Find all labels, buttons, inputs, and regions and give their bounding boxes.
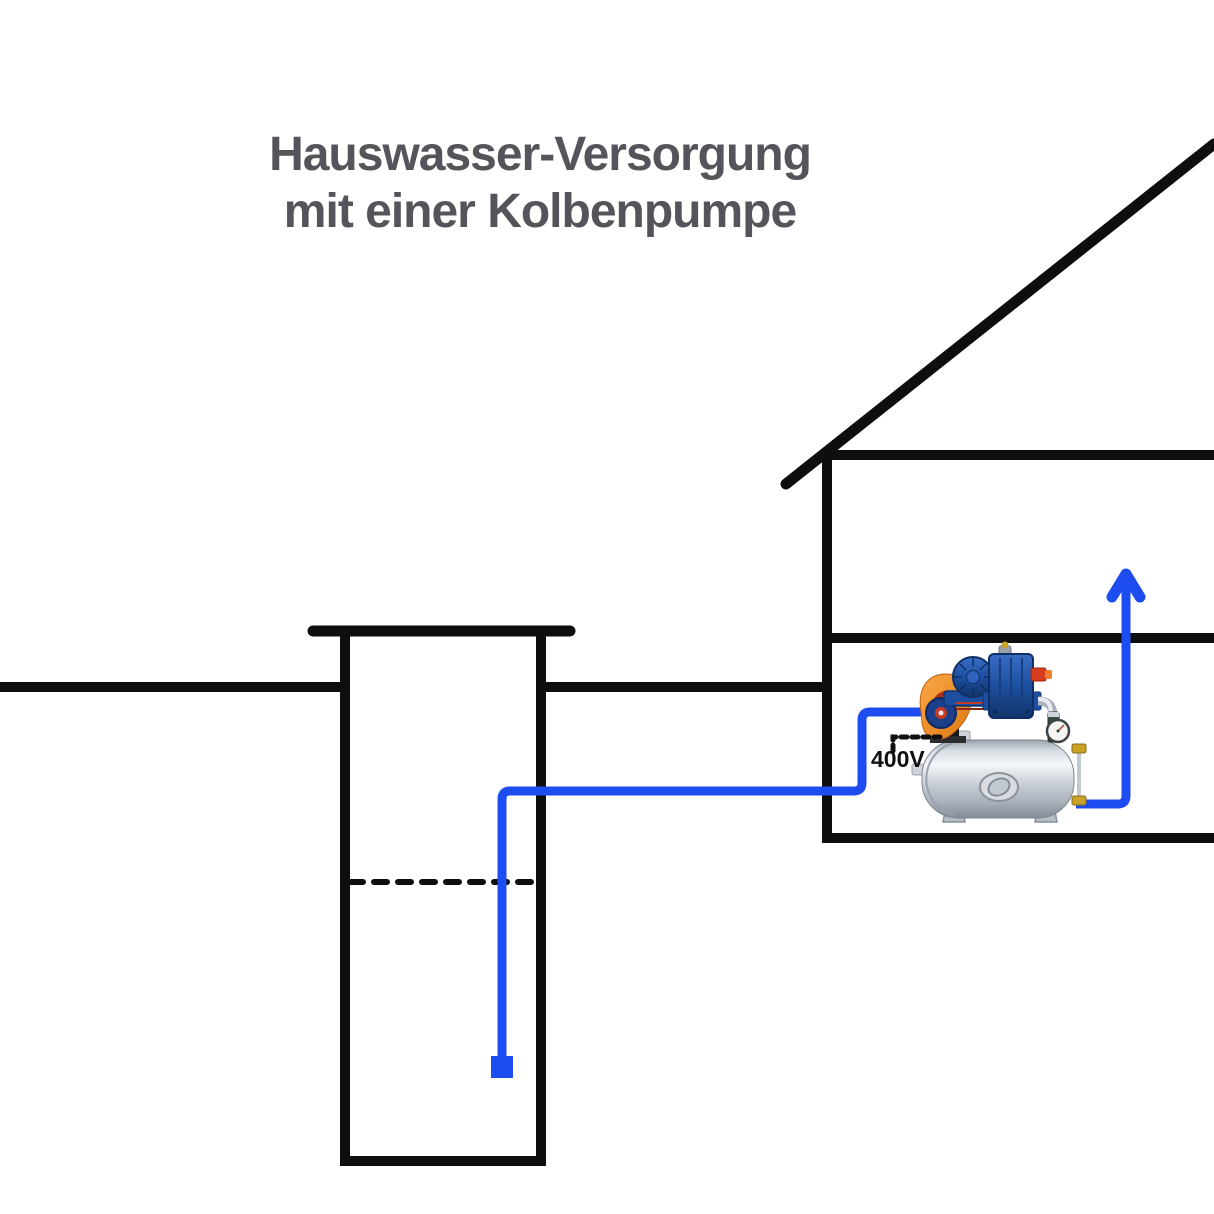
power-supply: 400V <box>871 734 944 772</box>
diagram-title: Hauswasser-Versorgung mit einer Kolbenpu… <box>240 126 840 240</box>
gauge-center <box>1056 729 1060 733</box>
suction-supply-pipe <box>497 707 930 1056</box>
sight-tube-fitting-top <box>1071 743 1087 754</box>
piston-pump <box>919 641 1071 744</box>
title-line-1: Hauswasser-Versorgung <box>269 128 812 181</box>
voltage-label: 400V <box>871 746 925 772</box>
water-pipes <box>491 568 1146 1078</box>
flywheel-center <box>938 710 944 716</box>
sight-tube-fitting-bottom <box>1071 795 1087 806</box>
riser-band-top <box>1048 712 1059 717</box>
pressure-switch-tip <box>1045 670 1052 679</box>
motor-hub <box>966 670 980 684</box>
outlet-pipe <box>1076 585 1131 809</box>
pump-bolt-left <box>993 710 997 714</box>
pressure-switch-cap <box>1030 667 1047 682</box>
motor-fins <box>954 658 992 696</box>
title-line-2: mit einer Kolbenpumpe <box>283 185 797 238</box>
pump-bolt-right <box>1025 710 1029 714</box>
flow-arrow-icon <box>1106 568 1146 603</box>
roof-line <box>780 138 1214 490</box>
well <box>307 625 576 1166</box>
pressure-tank <box>911 730 1087 823</box>
pump-body-seams <box>999 658 1023 714</box>
power-cable-dashed-line <box>890 734 944 754</box>
foot-valve <box>491 1056 513 1078</box>
pump-top-valve <box>1001 641 1009 649</box>
tank-flange-inner <box>987 777 1011 797</box>
well-walls <box>340 631 546 1166</box>
pump-image <box>911 641 1087 823</box>
pump-base-plate <box>930 736 966 743</box>
house-outline <box>780 138 1214 843</box>
tank-dome-line <box>925 742 955 816</box>
